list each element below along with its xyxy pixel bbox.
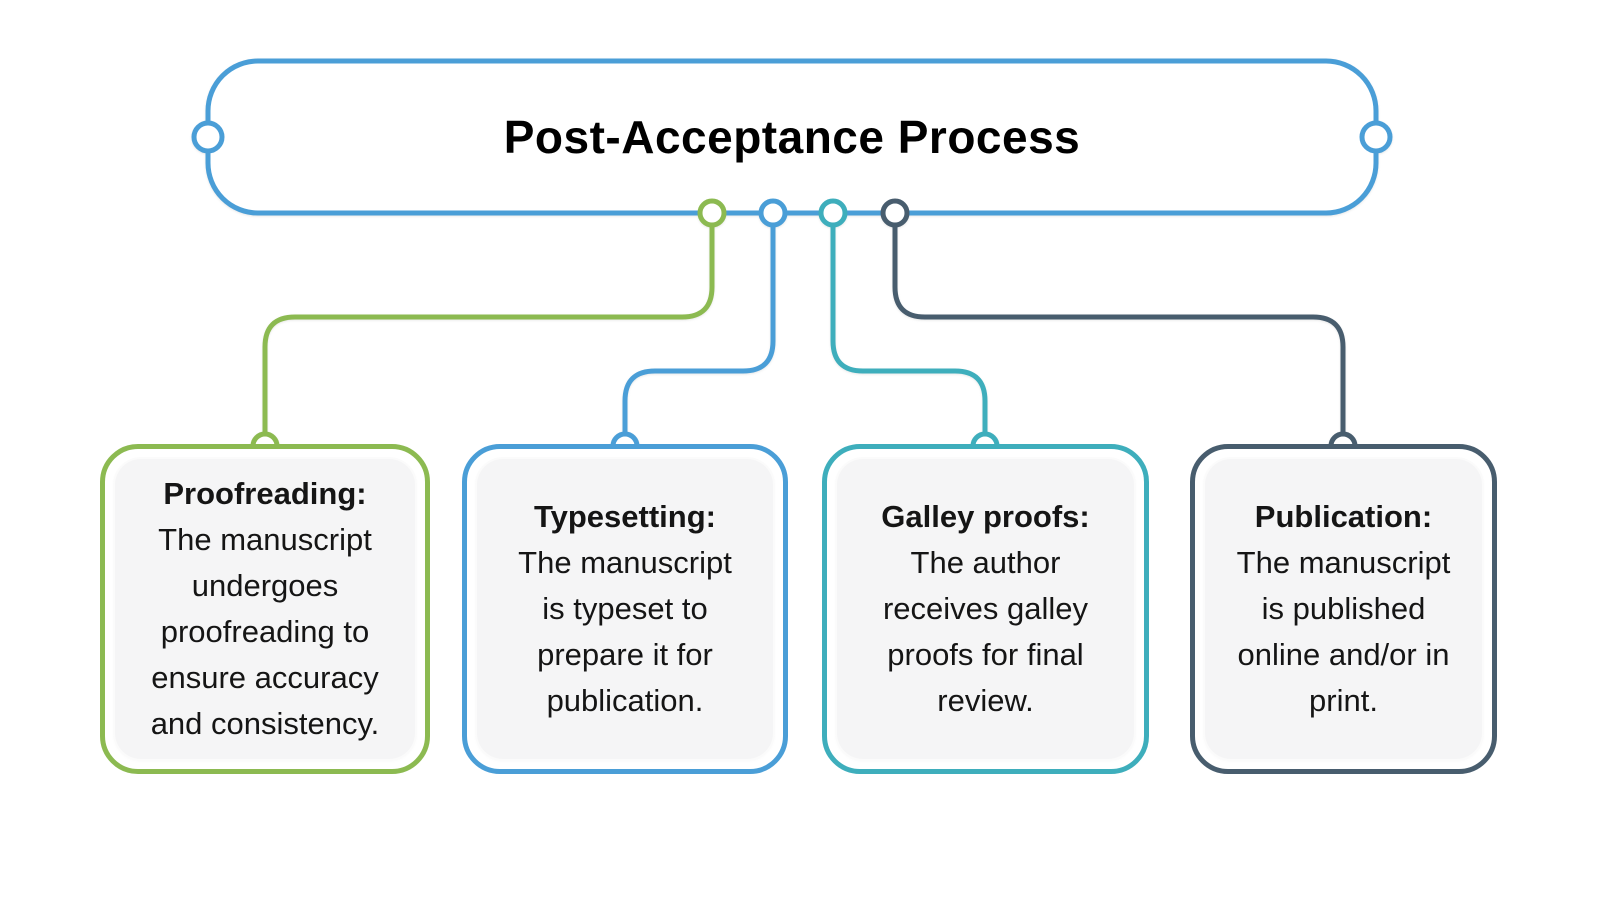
card-galley-proofs-title: Galley proofs: [881, 499, 1090, 534]
title-right-node-dot [1359, 120, 1393, 154]
connector-proofreading [262, 213, 715, 446]
card-publication-title: Publication: [1254, 499, 1433, 534]
card-proofreading-body: The manuscript undergoes proofreading to… [150, 522, 380, 741]
typesetting-top-node-dot [758, 198, 788, 228]
card-proofreading: Proofreading: The manuscript undergoes p… [100, 444, 430, 774]
diagram-title: Post-Acceptance Process [503, 111, 1081, 163]
title-container: Post-Acceptance Process [208, 61, 1376, 213]
card-proofreading-title: Proofreading: [163, 476, 367, 511]
card-typesetting-body: The manuscript is typeset to prepare it … [518, 545, 732, 718]
publication-top-node-dot [880, 198, 910, 228]
card-typesetting: Typesetting: The manuscript is typeset t… [462, 444, 788, 774]
connector-publication [892, 213, 1346, 446]
card-publication-inner: Publication: The manuscript is published… [1205, 459, 1482, 759]
card-proofreading-inner: Proofreading: The manuscript undergoes p… [115, 459, 415, 759]
title-left-node-dot [191, 120, 225, 154]
card-publication-body: The manuscript is published online and/o… [1236, 545, 1451, 718]
connector-typesetting [622, 213, 776, 446]
card-galley-proofs: Galley proofs: The author receives galle… [822, 444, 1149, 774]
card-galley-proofs-body: The author receives galley proofs for fi… [882, 545, 1089, 718]
card-galley-proofs-inner: Galley proofs: The author receives galle… [837, 459, 1134, 759]
proofreading-top-node-dot [697, 198, 727, 228]
connector-galley-proofs [830, 213, 988, 446]
card-typesetting-title: Typesetting: [534, 499, 716, 534]
card-publication: Publication: The manuscript is published… [1190, 444, 1497, 774]
galley-proofs-top-node-dot [818, 198, 848, 228]
card-typesetting-inner: Typesetting: The manuscript is typeset t… [477, 459, 773, 759]
